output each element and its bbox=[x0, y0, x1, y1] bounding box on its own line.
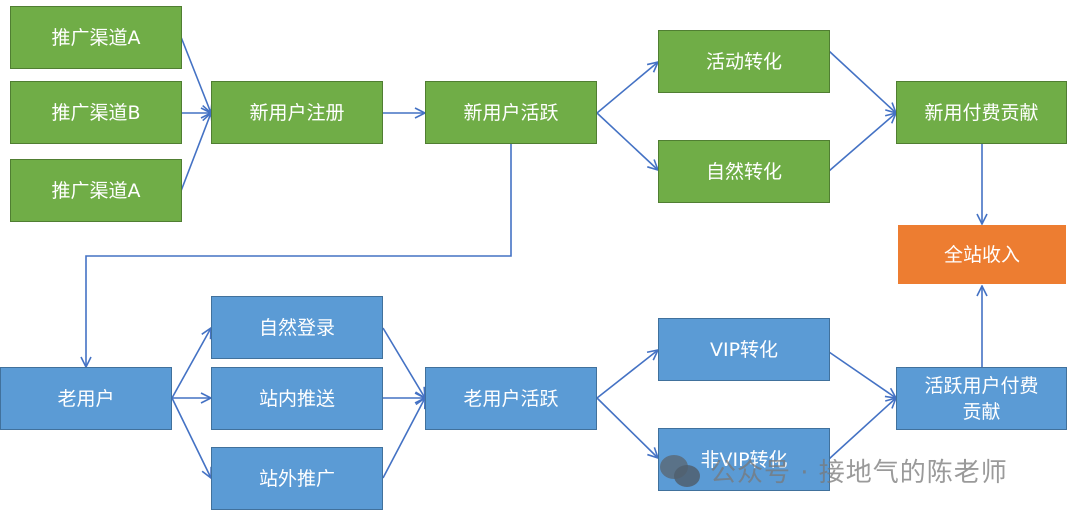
node-new-user-active: 新用户活跃 bbox=[425, 81, 597, 144]
node-label: VIP转化 bbox=[709, 338, 779, 361]
node-label: 活跃用户付费贡献 bbox=[924, 374, 1039, 423]
node-activity-conversion: 活动转化 bbox=[658, 30, 830, 93]
arrow-vip-to-active-paid bbox=[828, 351, 896, 398]
node-label: 全站收入 bbox=[943, 243, 1020, 266]
node-site-revenue: 全站收入 bbox=[898, 225, 1066, 284]
node-active-paid-contribution: 活跃用户付费贡献 bbox=[896, 367, 1067, 430]
node-label: 老用户 bbox=[57, 387, 115, 410]
arrow-activity-conversion-to-new-paid bbox=[828, 50, 896, 113]
node-offsite-promo: 站外推广 bbox=[211, 447, 383, 510]
wechat-icon bbox=[660, 453, 704, 489]
arrow-channel-a1-to-register bbox=[180, 36, 211, 113]
arrow-old-user-to-natural-login bbox=[171, 328, 211, 399]
node-vip-conversion: VIP转化 bbox=[658, 318, 830, 381]
node-new-paid-contribution: 新用付费贡献 bbox=[896, 81, 1067, 144]
node-label: 推广渠道A bbox=[51, 179, 141, 202]
node-label: 活动转化 bbox=[705, 50, 782, 73]
node-label: 新用户活跃 bbox=[463, 101, 559, 124]
node-label: 推广渠道A bbox=[51, 26, 141, 49]
node-old-user: 老用户 bbox=[0, 367, 172, 430]
node-label: 新用户注册 bbox=[249, 101, 345, 124]
node-channel-a2: 推广渠道A bbox=[10, 159, 182, 222]
arrow-non-vip-to-active-paid bbox=[828, 398, 896, 460]
node-label: 站外推广 bbox=[258, 467, 335, 490]
node-natural-login: 自然登录 bbox=[211, 296, 383, 359]
node-label: 老用户活跃 bbox=[463, 387, 559, 410]
arrow-old-active-to-vip bbox=[596, 350, 658, 399]
arrow-offsite-promo-to-old-active bbox=[382, 398, 425, 479]
node-label: 推广渠道B bbox=[51, 101, 141, 124]
node-old-user-active: 老用户活跃 bbox=[425, 367, 597, 430]
node-onsite-push: 站内推送 bbox=[211, 367, 383, 430]
node-channel-b: 推广渠道B bbox=[10, 81, 182, 144]
node-label: 自然登录 bbox=[258, 316, 335, 339]
arrow-active-to-activity-conversion bbox=[596, 62, 658, 114]
node-label: 非VIP转化 bbox=[700, 448, 788, 471]
arrow-channel-a2-to-register bbox=[180, 113, 211, 192]
node-label: 站内推送 bbox=[258, 387, 335, 410]
node-new-user-register: 新用户注册 bbox=[211, 81, 383, 144]
node-label: 新用付费贡献 bbox=[924, 101, 1039, 124]
watermark: 公众号 · 接地气的陈老师 bbox=[660, 452, 1008, 489]
node-label: 自然转化 bbox=[705, 160, 782, 183]
arrow-old-user-to-offsite-promo bbox=[171, 397, 211, 478]
arrow-old-active-to-non-vip bbox=[596, 397, 658, 458]
watermark-text: 公众号 · 接地气的陈老师 bbox=[710, 458, 1008, 488]
arrow-active-to-natural-conversion bbox=[596, 112, 658, 170]
node-natural-conversion: 自然转化 bbox=[658, 140, 830, 203]
node-channel-a1: 推广渠道A bbox=[10, 6, 182, 69]
arrow-natural-conversion-to-new-paid bbox=[828, 113, 896, 172]
arrow-natural-login-to-old-active bbox=[382, 327, 425, 398]
